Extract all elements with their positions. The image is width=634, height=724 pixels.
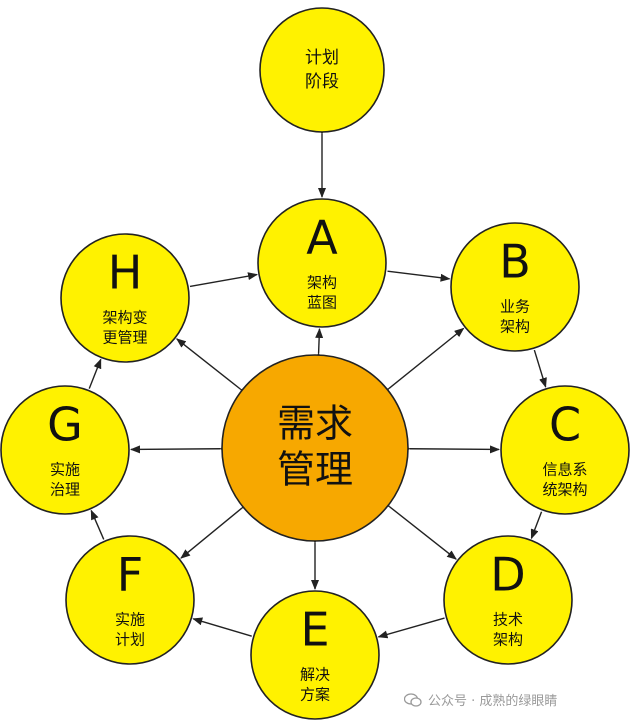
phase-label-line2: 治理: [50, 481, 80, 499]
phase-label-line2: 计划: [115, 631, 145, 649]
arrow-f-to-g: [90, 509, 105, 540]
phase-circle: [450, 222, 580, 352]
arrow-center-d: [380, 498, 457, 560]
phase-label-line1: 信息系: [542, 461, 587, 479]
phase-circle: [65, 535, 195, 665]
arrow-center-g: [129, 444, 230, 454]
phase-letter: H: [108, 246, 143, 300]
watermark: 公众号 · 成熟的绿眼睛: [404, 690, 557, 709]
center-label-line2: 管理: [277, 448, 353, 492]
phase-label-line2: 方案: [300, 686, 330, 704]
watermark-text: 公众号 · 成熟的绿眼睛: [428, 694, 558, 709]
phase-label-line2: 架构: [500, 318, 530, 336]
phase-label-line1: 技术: [493, 611, 523, 629]
phase-label-line1: 业务: [500, 298, 530, 316]
arrow-center-h: [176, 338, 250, 398]
nodes-layer: 计划阶段A架构蓝图B业务架构C信息系统架构D技术架构E解决方案F实施计划G实施治…: [0, 7, 630, 720]
arrows-layer: [88, 125, 547, 639]
phase-letter: G: [47, 398, 83, 452]
phase-letter: C: [549, 398, 581, 452]
phase-letter: E: [300, 603, 329, 657]
arrow-d-to-e: [377, 617, 445, 639]
phase-circle: [60, 233, 190, 363]
arrow-center-a: [314, 327, 324, 363]
center-circle: [221, 354, 409, 542]
phase-circle: [250, 590, 380, 720]
arrow-e-to-f: [192, 617, 252, 637]
arrow-h-to-a: [189, 272, 259, 288]
phase-letter: F: [117, 548, 143, 602]
phase-label-line2: 架构: [493, 631, 523, 649]
phase-label-line2: 统架构: [542, 481, 587, 499]
phase-circle: [443, 535, 573, 665]
phase-label-line2: 更管理: [102, 329, 147, 347]
phase-circle: [0, 385, 130, 515]
wechat-icon: [404, 692, 422, 707]
phase-circle: [500, 385, 630, 515]
phase-label-line1: 解决: [300, 666, 330, 684]
phase-label-line1: 实施: [115, 611, 145, 629]
arrow-center-b: [379, 327, 465, 398]
phase-label-line1: 架构变: [102, 309, 147, 327]
phase-circle: [257, 198, 387, 328]
arrow-b-to-c: [533, 349, 547, 388]
phase-label-line2: 阶段: [305, 72, 339, 92]
phase-letter: B: [499, 235, 531, 289]
phase-letter: D: [490, 548, 525, 602]
phase-label-line1: 实施: [50, 461, 80, 479]
arrow-center-c: [400, 444, 501, 454]
arrow-g-to-h: [88, 358, 102, 389]
phase-label-line2: 蓝图: [307, 294, 337, 312]
phase-letter: A: [306, 211, 338, 265]
phase-label-line1: 架构: [307, 274, 337, 292]
phase-circle: [259, 7, 385, 133]
arrow-c-to-d: [530, 511, 543, 540]
phase-label-line1: 计划: [305, 48, 339, 68]
arrow-a-to-b: [387, 270, 451, 282]
center-label-line1: 需求: [277, 402, 353, 446]
arrow-center-f: [180, 499, 252, 559]
